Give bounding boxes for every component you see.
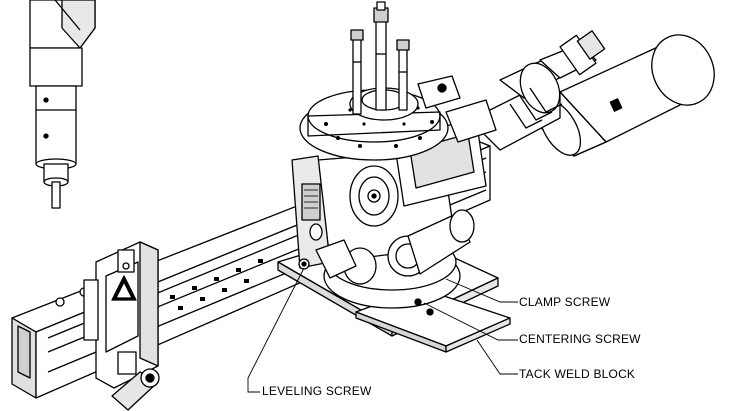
weld-head-body	[277, 1, 511, 353]
spindle-assembly	[29, 0, 96, 209]
callout-leaders	[247, 267, 518, 393]
callout-centering-screw: CENTERING SCREW	[519, 332, 641, 346]
leader-tack-weld-block	[476, 339, 518, 375]
callout-clamp-screw: CLAMP SCREW	[519, 295, 611, 309]
leader-clamp-screw	[445, 278, 518, 303]
coupling-assembly	[469, 30, 606, 151]
leader-centering-screw	[423, 302, 518, 341]
carriage-block	[83, 241, 160, 411]
callout-leveling-screw: LEVELING SCREW	[262, 384, 372, 398]
callout-tack-weld-block: TACK WELD BLOCK	[519, 367, 636, 381]
leader-leveling-screw	[247, 267, 305, 393]
